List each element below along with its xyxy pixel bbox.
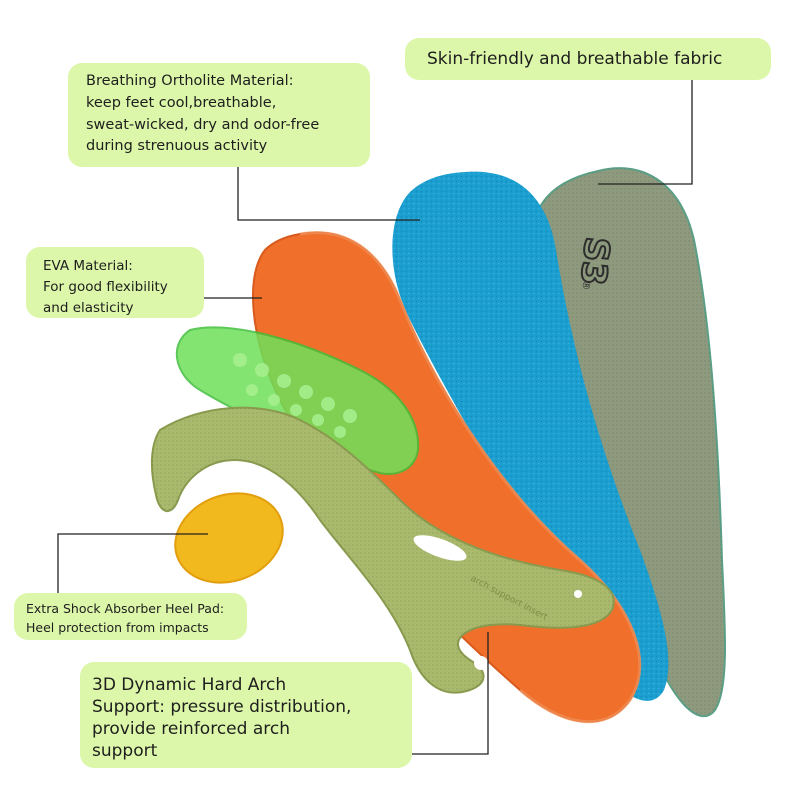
leader-lines — [57, 80, 693, 755]
gel-insert — [175, 326, 420, 475]
arch-hole — [574, 590, 582, 598]
arch-cutout — [413, 535, 467, 561]
eva-callout-line: For good flexibility — [43, 278, 168, 295]
heel-pad-callout-line: Extra Shock Absorber Heel Pad: — [26, 601, 225, 616]
brand-logo-icon: S3 ® — [571, 234, 618, 291]
leader-line-ortholite — [237, 167, 420, 221]
eva-callout: EVA Material: For good flexibility and e… — [26, 247, 204, 318]
ortholite-callout: Breathing Ortholite Material: keep feet … — [68, 63, 370, 167]
svg-text:®: ® — [579, 280, 591, 291]
ortholite-callout-line: during strenuous activity — [86, 138, 268, 155]
ortholite-callout-line: Breathing Ortholite Material: — [86, 73, 294, 89]
arch-support: arch support insert — [150, 406, 615, 694]
leader-line-arch — [412, 632, 489, 755]
heel-pad-callout: Extra Shock Absorber Heel Pad: Heel prot… — [14, 593, 247, 640]
svg-text:S3: S3 — [572, 235, 617, 287]
arch-support-callout-line: 3D Dynamic Hard Arch — [92, 675, 287, 695]
arch-support-callout-line: support — [92, 741, 158, 762]
eva-callout-line: EVA Material: — [43, 258, 133, 274]
fabric-layer: S3 ® — [531, 167, 726, 717]
ortholite-callout-line: sweat-wicked, dry and odor-free — [86, 116, 320, 133]
ortholite-callout-line: keep feet cool,breathable, — [86, 94, 277, 111]
arch-hole — [474, 656, 488, 670]
leader-line-fabric — [598, 80, 693, 185]
arch-support-callout: 3D Dynamic Hard Arch Support: pressure d… — [80, 662, 412, 768]
fabric-callout-text: Skin-friendly and breathable fabric — [427, 49, 723, 69]
fabric-callout: Skin-friendly and breathable fabric — [405, 38, 771, 80]
ortholite-layer — [392, 171, 669, 701]
arch-support-callout-line: Support: pressure distribution, — [92, 697, 352, 718]
heel-pad — [174, 492, 284, 584]
leader-line-heel — [57, 533, 208, 593]
heel-pad-callout-line: Heel protection from impacts — [26, 620, 209, 636]
eva-callout-line: and elasticity — [43, 299, 134, 316]
arch-support-callout-line: provide reinforced arch — [92, 719, 290, 740]
